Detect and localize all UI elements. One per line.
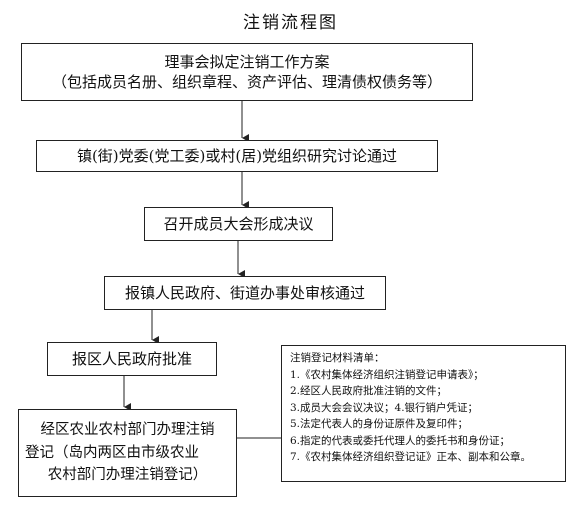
step-town-approval-box: 报镇人民政府、街道办事处审核通过 — [104, 276, 386, 310]
step-party-review-text: 镇(街)党委(党工委)或村(居)党组织研究讨论通过 — [76, 146, 398, 165]
step-deregistration-line1: 经区农业农村部门办理注销 — [40, 422, 215, 439]
materials-list-box: 注销登记材料清单： 1.《农村集体经济组织注销登记申请表》； 2.经区人民政府批… — [281, 345, 566, 482]
step-draft-plan-text: 理事会拟定注销工作方案 — [164, 52, 330, 71]
step-town-approval-text: 报镇人民政府、街道办事处审核通过 — [124, 283, 365, 302]
step-deregistration-box: 经区农业农村部门办理注销 登记（岛内两区由市级农业 农村部门办理注销登记） — [18, 409, 237, 497]
step-deregistration-line3: 农村部门办理注销登记） — [47, 467, 208, 484]
step-draft-plan-detail: （包括成员名册、组织章程、资产评估、理清债权债务等） — [51, 73, 442, 91]
step-district-approval-box: 报区人民政府批准 — [47, 342, 217, 376]
diagram-title: 注销流程图 — [243, 13, 338, 33]
step-party-review-box: 镇(街)党委(党工委)或村(居)党组织研究讨论通过 — [36, 140, 438, 172]
materials-list-item: 3.成员大会会议决议；4.银行销户凭证； — [290, 401, 479, 414]
materials-list-item: 7.《农村集体经济组织登记证》正本、副本和公章。 — [290, 451, 532, 463]
materials-list-item: 1.《农村集体经济组织注销登记申请表》； — [290, 368, 484, 381]
materials-list-item: 6.指定的代表或委托代理人的委托书和身份证； — [290, 434, 511, 447]
step-member-meeting-text: 召开成员大会形成决议 — [163, 214, 314, 233]
materials-list-item: 2.经区人民政府批准注销的文件； — [290, 385, 448, 397]
step-deregistration-line2: 登记（岛内两区由市级农业 — [25, 444, 199, 461]
step-member-meeting-box: 召开成员大会形成决议 — [144, 207, 333, 241]
step-draft-plan-box: 理事会拟定注销工作方案 （包括成员名册、组织章程、资产评估、理清债权债务等） — [21, 43, 473, 101]
materials-list-title: 注销登记材料清单： — [290, 352, 385, 364]
step-district-approval-text: 报区人民政府批准 — [71, 349, 192, 368]
materials-list-item: 5.法定代表人的身份证原件及复印件； — [290, 418, 469, 430]
